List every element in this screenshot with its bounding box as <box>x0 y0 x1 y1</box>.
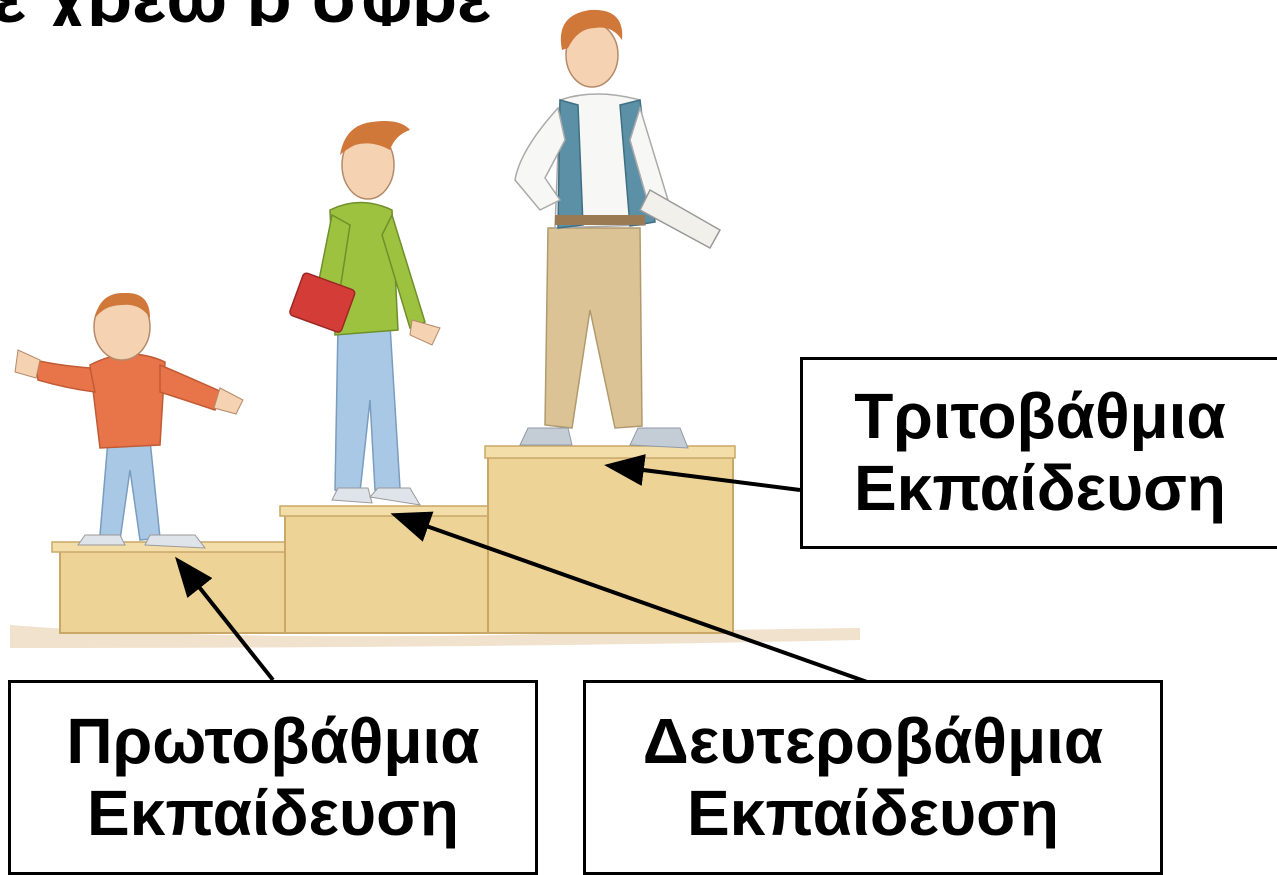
teen-figure <box>289 121 441 506</box>
stair-step-1 <box>59 544 321 634</box>
arrows <box>175 454 871 685</box>
arrow-tertiary <box>604 454 801 492</box>
cropped-title: ε χρεώ ρ σφρε <box>0 0 491 38</box>
cropped-title-text: ε χρεώ ρ σφρε <box>0 0 491 38</box>
stair-step-2 <box>284 509 501 634</box>
label-secondary-education: Δευτεροβάθμια Εκπαίδευση <box>583 680 1163 875</box>
stair-step-2-top <box>279 505 503 517</box>
scroll-icon <box>639 188 722 250</box>
arrow-secondary <box>390 511 871 685</box>
label-tertiary-line2: Εκπαίδευση <box>853 452 1227 524</box>
young-adult-figure <box>514 9 722 449</box>
label-tertiary-line1: Τριτοβάθμια <box>854 380 1226 453</box>
label-secondary-line2: Εκπαίδευση <box>686 776 1060 849</box>
ground <box>10 625 860 648</box>
label-primary-line2: Εκπαίδευση <box>86 776 460 849</box>
label-secondary-line1: Δευτεροβάθμια <box>642 704 1104 777</box>
label-tertiary-education: Τριτοβάθμια Εκπαίδευση <box>800 357 1277 549</box>
arrow-primary <box>175 556 275 682</box>
child-figure <box>14 292 244 549</box>
label-primary-line1: Πρωτοβάθμια <box>66 704 480 777</box>
stair-step-3-top <box>484 445 736 459</box>
book-icon <box>289 272 356 333</box>
label-primary-education: Πρωτοβάθμια Εκπαίδευση <box>8 680 538 875</box>
